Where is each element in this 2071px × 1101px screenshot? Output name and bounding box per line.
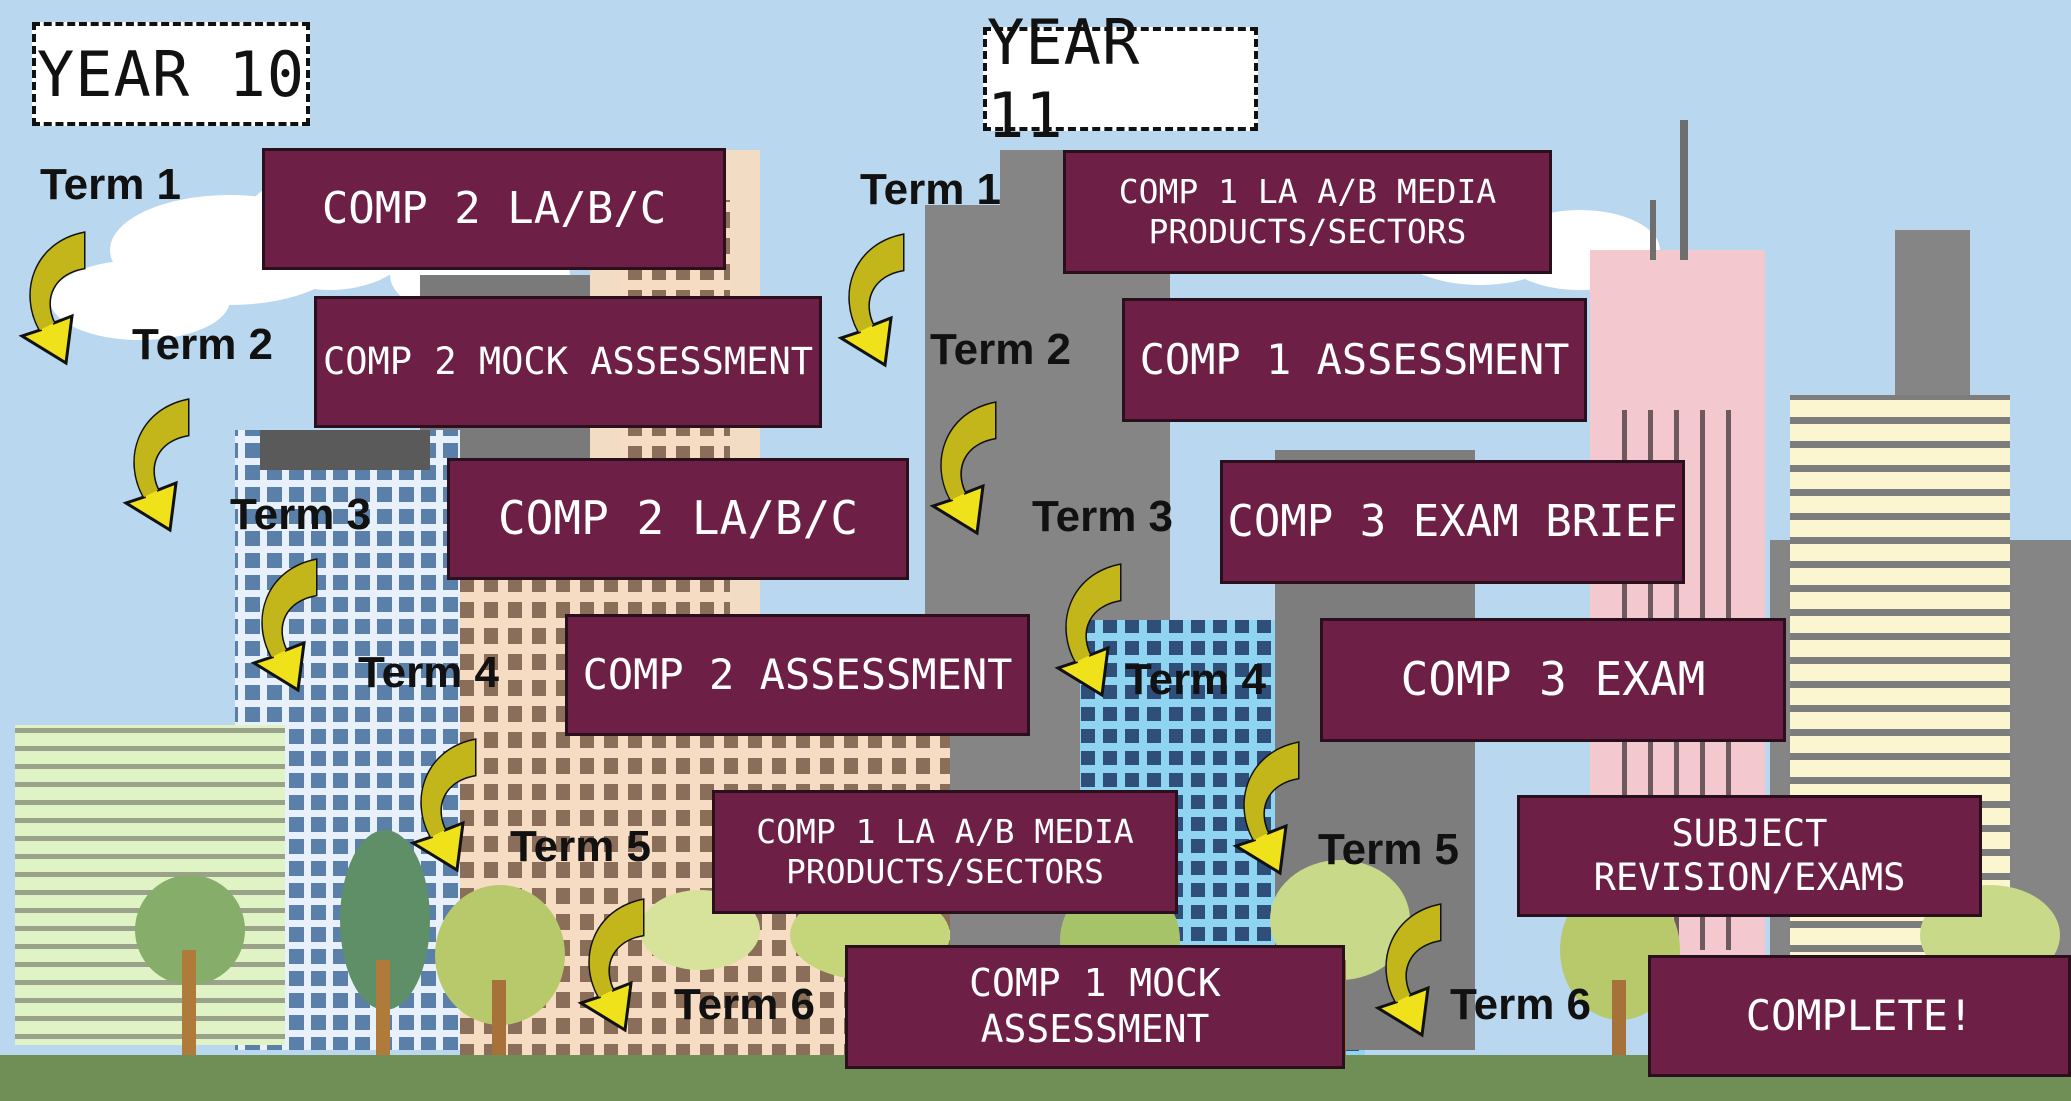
curved-arrow-icon: [409, 738, 477, 873]
y10-term-6-label: Term 6: [674, 980, 816, 1029]
y10-term-4-label: Term 4: [358, 648, 500, 697]
curved-arrow-icon: [1232, 741, 1300, 876]
y11-term-6-box: COMPLETE!: [1648, 955, 2071, 1077]
y10-term-4-box: COMP 2 ASSESSMENT: [565, 614, 1030, 736]
curved-arrow-icon: [577, 898, 645, 1033]
y10-term-6-box: COMP 1 MOCK ASSESSMENT: [845, 945, 1345, 1069]
curved-arrow-icon: [1054, 563, 1122, 698]
y11-term-1-box: COMP 1 LA A/B MEDIA PRODUCTS/SECTORS: [1063, 150, 1552, 274]
curved-arrow-icon: [1374, 903, 1442, 1038]
y11-term-2-label: Term 2: [930, 325, 1072, 374]
curved-arrow-icon: [250, 558, 318, 693]
y10-term-2-label: Term 2: [132, 320, 274, 369]
y11-term-3-label: Term 3: [1032, 492, 1174, 541]
y10-term-5-label: Term 5: [510, 822, 652, 871]
y10-term-3-label: Term 3: [230, 490, 372, 539]
y11-term-5-label: Term 5: [1318, 825, 1460, 874]
y11-term-1-label: Term 1: [860, 165, 1002, 214]
y10-term-5-box: COMP 1 LA A/B MEDIA PRODUCTS/SECTORS: [712, 790, 1178, 914]
y10-term-1-box: COMP 2 LA/B/C: [262, 148, 726, 270]
year-10-heading: YEAR 10: [32, 22, 310, 126]
y11-term-6-label: Term 6: [1450, 980, 1592, 1029]
y11-term-5-box: SUBJECT REVISION/EXAMS: [1517, 795, 1982, 917]
y10-term-3-box: COMP 2 LA/B/C: [447, 458, 909, 580]
y11-term-3-box: COMP 3 EXAM BRIEF: [1220, 460, 1685, 584]
curved-arrow-icon: [122, 398, 190, 533]
curved-arrow-icon: [837, 233, 905, 368]
y10-term-1-label: Term 1: [40, 160, 182, 209]
curved-arrow-icon: [18, 231, 86, 366]
y11-term-4-label: Term 4: [1125, 655, 1267, 704]
y11-term-2-box: COMP 1 ASSESSMENT: [1122, 298, 1587, 422]
year-11-heading: YEAR 11: [983, 6, 1258, 152]
y11-term-4-box: COMP 3 EXAM: [1320, 618, 1786, 742]
y10-term-2-box: COMP 2 MOCK ASSESSMENT: [314, 296, 822, 428]
curved-arrow-icon: [929, 401, 997, 536]
